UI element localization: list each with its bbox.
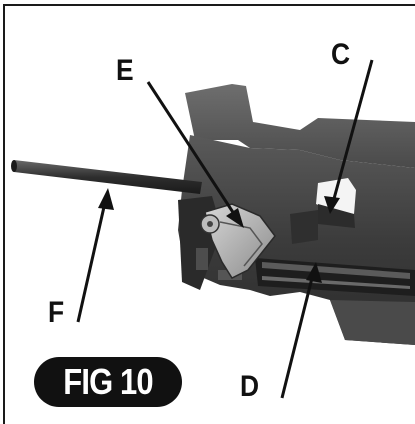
arrowhead-e (226, 208, 244, 228)
figure-badge: FIG 10 (34, 357, 182, 407)
callout-label-d: D (240, 370, 260, 403)
arrowhead-f (98, 188, 114, 210)
leader-f (76, 197, 108, 323)
arrowhead-d (306, 262, 322, 283)
housing-top (185, 84, 415, 168)
callout-label-c: C (331, 38, 351, 71)
leader-c (330, 59, 374, 207)
depth-rod (13, 160, 202, 194)
leader-d (280, 269, 316, 399)
housing-flange (330, 300, 415, 345)
callout-label-e: E (116, 54, 134, 87)
leader-e (146, 81, 240, 221)
figure-frame (3, 4, 415, 424)
callout-label-f: F (48, 296, 65, 329)
arrowhead-c (324, 196, 340, 214)
figure-badge-label: FIG 10 (63, 361, 153, 402)
